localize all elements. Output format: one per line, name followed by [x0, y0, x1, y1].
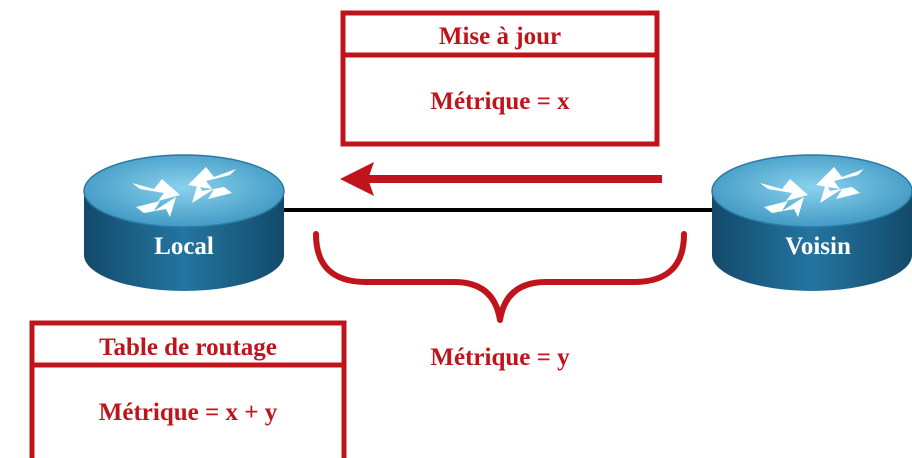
- link-metric-label: Métrique = y: [430, 344, 570, 371]
- router-local: Local: [83, 154, 285, 291]
- arrow-left-icon: [340, 162, 662, 196]
- router-icon: [711, 154, 912, 291]
- routing-table-title: Table de routage: [99, 334, 277, 361]
- router-icon: [83, 154, 285, 291]
- router-local-label: Local: [154, 233, 214, 260]
- update-box-value: Métrique = x: [430, 88, 570, 115]
- router-neighbor-label: Voisin: [785, 233, 851, 260]
- update-box: Mise à jour Métrique = x: [340, 10, 660, 147]
- routing-table-box: Table de routage Métrique = x + y: [29, 320, 347, 458]
- router-neighbor: Voisin: [711, 154, 912, 291]
- routing-table-value: Métrique = x + y: [99, 399, 278, 426]
- link-brace: [313, 231, 687, 323]
- update-box-title: Mise à jour: [439, 23, 561, 50]
